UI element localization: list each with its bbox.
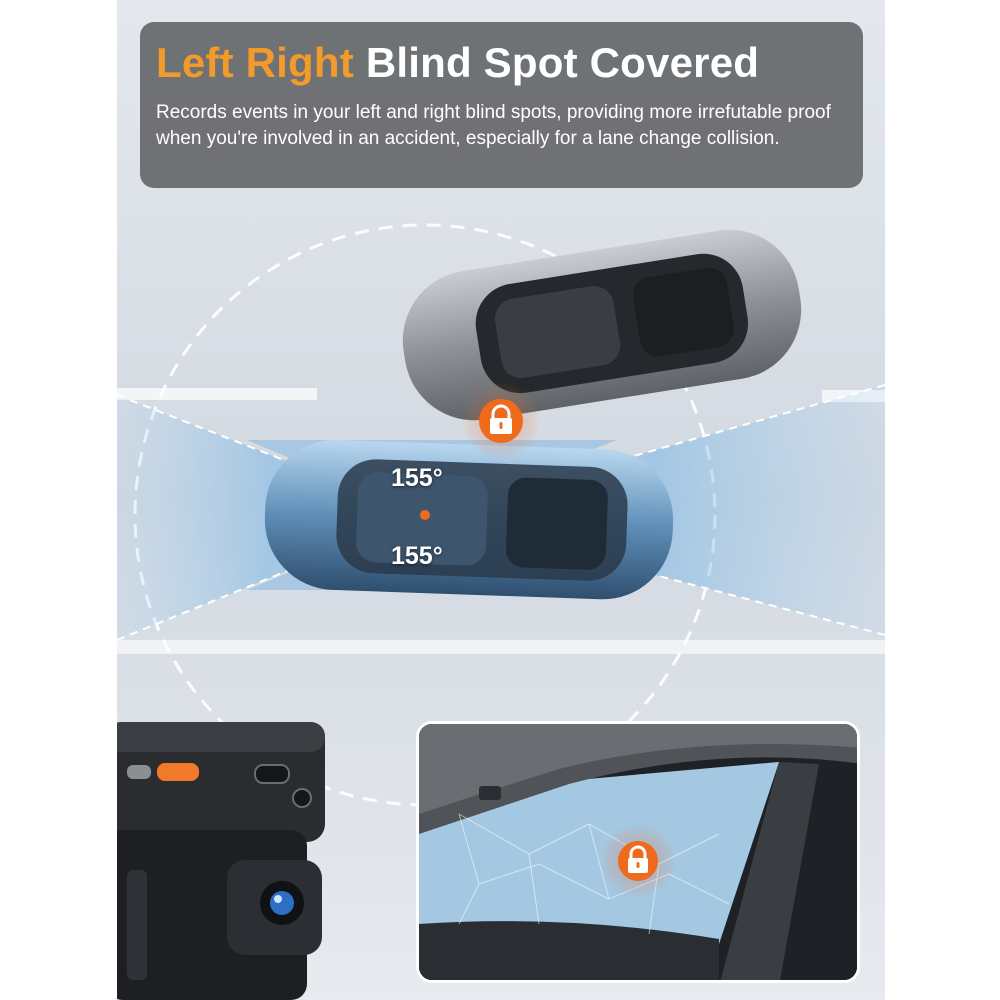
description: Records events in your left and right bl… xyxy=(156,102,831,149)
lock-icon xyxy=(618,841,658,881)
angle-label-top: 155° xyxy=(391,464,443,492)
windshield-inset xyxy=(416,721,860,983)
header-panel: Left Right Blind Spot Covered Records ev… xyxy=(140,22,863,188)
headline-accent: Left Right xyxy=(156,39,354,86)
windshield-illustration xyxy=(419,724,857,980)
angle-label-bottom: 155° xyxy=(391,542,443,570)
headline-main: Blind Spot Covered xyxy=(365,39,760,86)
car-lower xyxy=(264,439,674,600)
dashcam-illustration xyxy=(117,722,325,1000)
headline: Left Right Blind Spot Covered xyxy=(156,36,845,90)
car-upper xyxy=(402,229,802,421)
lock-badge-upper xyxy=(462,382,540,460)
lock-badge-inset xyxy=(601,824,675,898)
lock-icon xyxy=(479,399,523,443)
